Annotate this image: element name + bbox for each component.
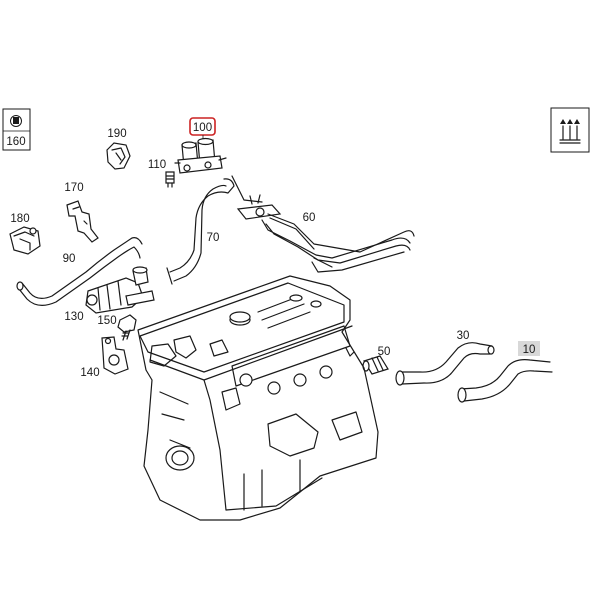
part-130-pump[interactable]: 130 [64,266,155,323]
callout-180: 180 [10,213,29,225]
part-30-hose[interactable]: 30 [395,330,495,386]
highlight-box-100 [189,117,216,136]
part-140-mount[interactable]: 140 [80,336,129,379]
callout-140: 140 [80,367,99,379]
part-170-bracket[interactable]: 170 [64,182,99,243]
part-110-sensor[interactable]: 110 [148,159,175,188]
part-60-pipes[interactable]: 60 [231,175,415,273]
engine-block [137,275,379,521]
part-150-bolt[interactable]: 150 [97,314,137,341]
callout-170: 170 [64,182,83,194]
callout-60: 60 [303,212,316,224]
callout-160: 160 [6,136,25,148]
callout-190: 190 [107,128,126,140]
part-190-clip[interactable]: 190 [106,128,131,170]
callout-70: 70 [207,232,220,244]
fastener-icon-box[interactable]: 160 [2,108,31,151]
part-90-hose[interactable]: 90 [16,237,143,306]
part-70-hose[interactable]: 70 [166,178,235,285]
fastener-icon [10,115,22,127]
callout-110: 110 [148,159,166,171]
callout-10: 10 [523,344,536,356]
part-100-valve[interactable]: 100 [174,117,227,174]
callout-90: 90 [63,253,76,265]
part-10-hose[interactable]: 10 [457,341,553,403]
heater-icon-box[interactable] [550,107,590,153]
callout-130: 130 [64,311,83,323]
callout-100: 100 [193,122,212,134]
part-50-connector[interactable]: 50 [362,346,391,375]
heater-icon [559,119,581,144]
callout-50: 50 [378,346,391,358]
part-180-holder[interactable]: 180 [9,213,41,255]
marker-box-10 [518,341,540,356]
callout-30: 30 [457,330,470,342]
callout-150: 150 [97,315,116,327]
